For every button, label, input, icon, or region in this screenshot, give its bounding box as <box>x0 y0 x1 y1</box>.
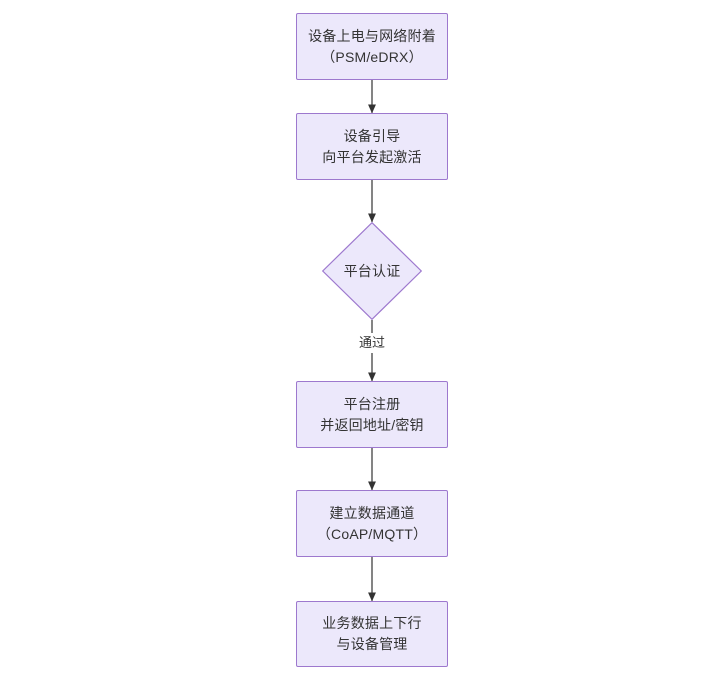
node-label: 设备上电与网络附着 （PSM/eDRX） <box>308 27 436 65</box>
node-label: 建立数据通道 （CoAP/MQTT） <box>316 504 428 542</box>
node-label: 平台认证 <box>343 262 401 279</box>
node-platform-authentication-decision[interactable]: 平台认证 <box>322 222 422 320</box>
diamond-shape-icon <box>322 222 422 320</box>
node-label: 业务数据上下行 与设备管理 <box>322 615 422 652</box>
edge-label-pass: 通过 <box>355 333 389 353</box>
node-establish-data-channel[interactable]: 建立数据通道 （CoAP/MQTT） <box>296 490 448 557</box>
edge-label-text: 通过 <box>358 335 386 350</box>
node-device-power-on[interactable]: 设备上电与网络附着 （PSM/eDRX） <box>296 13 448 80</box>
node-label: 平台注册 并返回地址/密钥 <box>320 395 424 433</box>
node-platform-registration[interactable]: 平台注册 并返回地址/密钥 <box>296 381 448 448</box>
node-business-data-and-management[interactable]: 业务数据上下行 与设备管理 <box>296 601 448 667</box>
node-device-bootstrap[interactable]: 设备引导 向平台发起激活 <box>296 113 448 180</box>
node-label: 设备引导 向平台发起激活 <box>322 127 422 165</box>
